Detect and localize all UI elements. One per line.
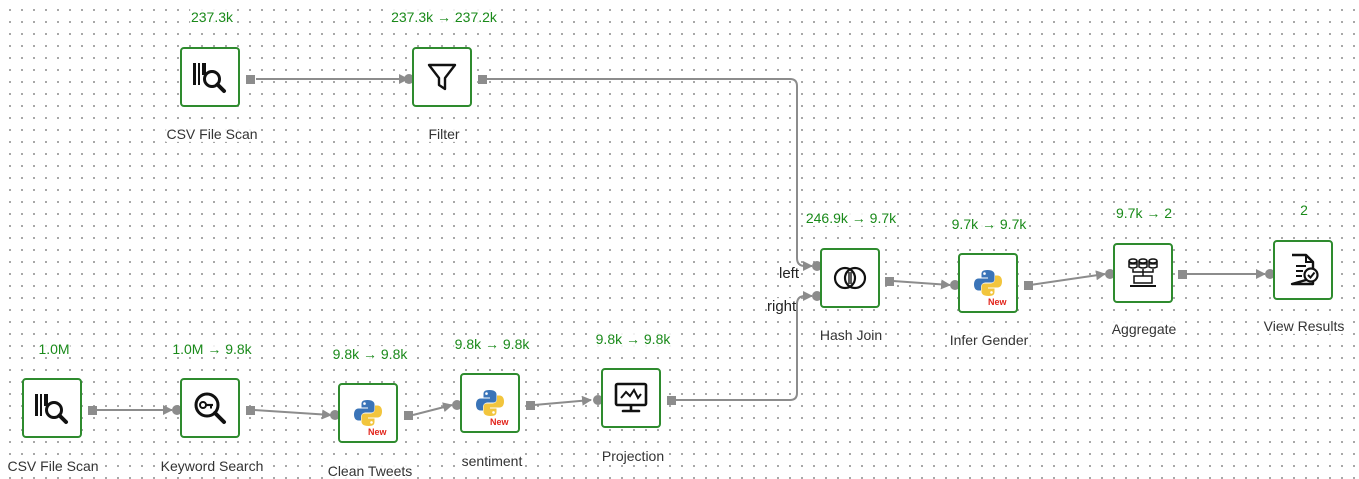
filter-node[interactable]: [412, 47, 472, 107]
node-count: 9.8k → 9.8k: [331, 346, 409, 362]
output-port[interactable]: [667, 396, 676, 405]
input-port[interactable]: [172, 405, 182, 415]
output-port[interactable]: [526, 401, 535, 410]
edge-hash-join-to-infer-gender: [892, 279, 951, 290]
hash-join-node[interactable]: [820, 248, 880, 308]
node-count: 9.8k → 9.8k: [453, 336, 531, 352]
input-port[interactable]: [1265, 269, 1275, 279]
clean-tweets-node[interactable]: New: [338, 383, 398, 443]
view-results-node[interactable]: [1273, 240, 1333, 300]
new-badge: New: [368, 427, 387, 437]
input-port-left[interactable]: [812, 261, 822, 271]
node-count: 9.7k → 9.7k: [950, 216, 1028, 232]
node-label: Aggregate: [1110, 321, 1178, 337]
barcode-search-icon: [32, 390, 72, 426]
aggregate-node[interactable]: [1113, 243, 1173, 303]
node-label: View Results: [1262, 318, 1346, 334]
node-count: 237.3k: [189, 9, 235, 25]
csv-file-scan-top-node[interactable]: [180, 47, 240, 107]
edge-projection-to-hash-join: [674, 291, 813, 401]
input-port[interactable]: [950, 280, 960, 290]
port-label-left: left: [779, 265, 800, 282]
node-count: 237.3k → 237.2k: [390, 9, 498, 25]
document-check-icon: [1286, 252, 1320, 288]
keyword-search-node[interactable]: [180, 378, 240, 438]
python-icon: [353, 398, 383, 428]
input-port-right[interactable]: [812, 291, 822, 301]
aggregate-icon: [1125, 256, 1161, 290]
port-label-right: right: [767, 298, 797, 315]
node-label: CSV File Scan: [165, 126, 259, 142]
output-port[interactable]: [246, 406, 255, 415]
node-label: Projection: [600, 448, 666, 464]
node-label: Keyword Search: [159, 458, 265, 474]
infer-gender-node[interactable]: New: [958, 253, 1018, 313]
join-circles-icon: [832, 264, 868, 292]
node-label: Infer Gender: [948, 332, 1030, 348]
node-count: 1.0M → 9.8k: [171, 341, 253, 357]
input-port[interactable]: [404, 74, 414, 84]
new-badge: New: [490, 417, 509, 427]
output-port[interactable]: [1024, 281, 1033, 290]
input-port[interactable]: [593, 395, 603, 405]
csv-file-scan-bottom-node[interactable]: [22, 378, 82, 438]
node-count: 246.9k → 9.7k: [804, 210, 898, 226]
input-port[interactable]: [1105, 269, 1115, 279]
node-label: sentiment: [460, 453, 524, 469]
edge-infer-gender-to-aggregate: [1029, 270, 1106, 286]
edge-filter-to-hash-join: [487, 78, 813, 271]
python-icon: [475, 388, 505, 418]
node-label: Clean Tweets: [326, 463, 414, 479]
input-port[interactable]: [330, 410, 340, 420]
output-port[interactable]: [478, 75, 487, 84]
input-port[interactable]: [452, 400, 462, 410]
output-port[interactable]: [1178, 270, 1187, 279]
node-count: 9.8k → 9.8k: [594, 331, 672, 347]
edge-sentiment-to-projection: [533, 395, 592, 406]
python-icon: [973, 268, 1003, 298]
sentiment-node[interactable]: New: [460, 373, 520, 433]
node-count: 9.7k → 2: [1114, 205, 1174, 221]
output-port[interactable]: [404, 411, 413, 420]
key-search-icon: [192, 390, 228, 426]
node-count: 2: [1299, 202, 1309, 218]
node-count: 1.0M: [37, 341, 71, 357]
output-port[interactable]: [246, 75, 255, 84]
node-label: Hash Join: [818, 327, 884, 343]
node-label: CSV File Scan: [6, 458, 100, 474]
new-badge: New: [988, 297, 1007, 307]
node-label: Filter: [427, 126, 461, 142]
output-port[interactable]: [88, 406, 97, 415]
funnel-icon: [425, 61, 459, 93]
edge-keyword-search-to-clean-tweets: [253, 409, 332, 420]
barcode-search-icon: [190, 59, 230, 95]
projection-node[interactable]: [601, 368, 661, 428]
output-port[interactable]: [885, 277, 894, 286]
edge-clean-tweets-to-sentiment: [412, 402, 453, 416]
monitor-chart-icon: [613, 381, 649, 415]
